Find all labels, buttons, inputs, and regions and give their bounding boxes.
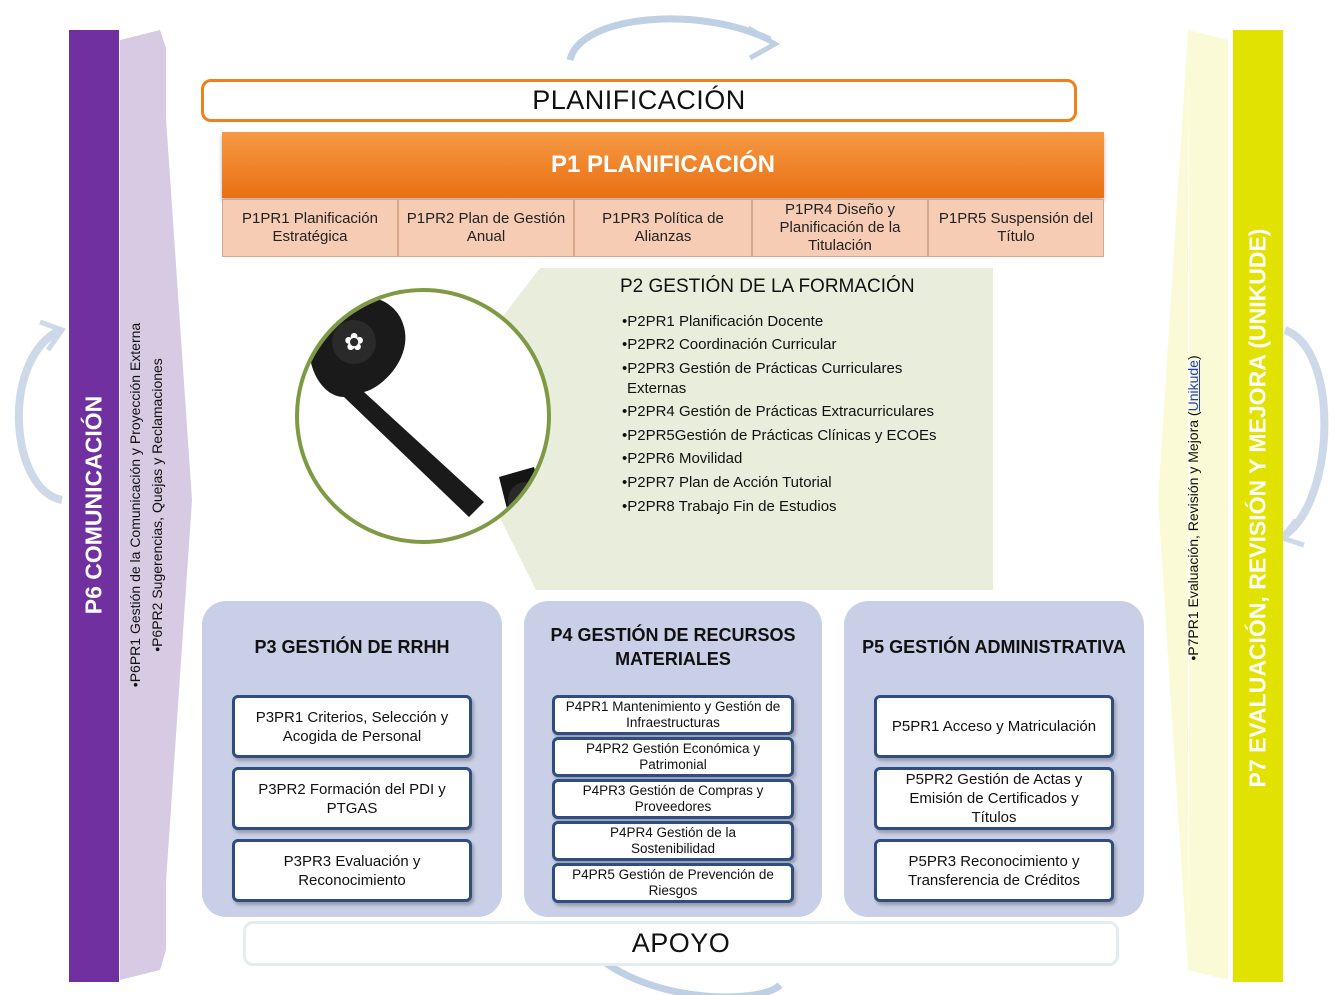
p6-title: P6 COMUNICACIÓN xyxy=(80,395,107,615)
p6-arrow-shape xyxy=(120,30,166,980)
left-cycle-arrow-icon xyxy=(15,319,66,504)
p5-item-1: P5PR1 Acceso y Matriculación xyxy=(874,695,1114,758)
p2-item-7: •P2PR7 Plan de Acción Tutorial xyxy=(622,474,832,491)
p7-item-1: •P7PR1 Evaluación, Revisión y Mejora (Un… xyxy=(1185,355,1201,660)
unikude-link[interactable]: Unikude xyxy=(1185,360,1201,412)
p7-item-prefix: •P7PR1 Evaluación, Revisión y Mejora ( xyxy=(1185,411,1201,661)
p4-item-3: P4PR3 Gestión de Compras y Proveedores xyxy=(552,779,794,819)
p2-item-6: •P2PR6 Movilidad xyxy=(622,450,743,467)
right-cycle-arrow-icon xyxy=(1277,326,1329,548)
p7-item-suffix: ) xyxy=(1185,355,1201,361)
p2-item-8: •P2PR8 Trabajo Fin de Estudios xyxy=(622,498,837,515)
apoyo-banner: APOYO xyxy=(243,921,1119,966)
svg-text:✿: ✿ xyxy=(518,489,535,513)
p3-item-3: P3PR3 Evaluación y Reconocimiento xyxy=(232,839,472,902)
p2-item-1: •P2PR1 Planificación Docente xyxy=(622,313,824,330)
p7-bar xyxy=(1233,30,1283,982)
top-cycle-arrow-icon xyxy=(566,15,781,62)
p4-item-5: P4PR5 Gestión de Prevención de Riesgos xyxy=(552,863,794,903)
p5-title: P5 GESTIÓN ADMINISTRATIVA xyxy=(862,637,1126,657)
planificacion-banner: PLANIFICACIÓN xyxy=(201,79,1077,122)
p4-title: P4 GESTIÓN DE RECURSOS MATERIALES xyxy=(550,625,796,669)
p5-item-3: P5PR3 Reconocimiento y Transferencia de … xyxy=(874,839,1114,902)
key-illustration-icon: ✿ ✿ xyxy=(295,288,551,544)
p2-item-4: •P2PR4 Gestión de Prácticas Extracurricu… xyxy=(622,403,935,420)
p6-item-2: •P6PR2 Sugerencias, Quejas y Reclamacion… xyxy=(149,358,165,652)
p1-item-5: P1PR5 Suspensión del Título xyxy=(928,199,1104,257)
p2-item-3-cont: Externas xyxy=(627,380,687,397)
p1-item-1: P1PR1 Planificación Estratégica xyxy=(222,199,398,257)
p7-arrow-shape xyxy=(1188,30,1228,980)
p4-item-1: P4PR1 Mantenimiento y Gestión de Infraes… xyxy=(552,695,794,735)
p2-title: P2 GESTIÓN DE LA FORMACIÓN xyxy=(620,276,915,297)
p4-item-4: P4PR4 Gestión de la Sostenibilidad xyxy=(552,821,794,861)
apoyo-banner-label: APOYO xyxy=(631,928,731,958)
p2-background xyxy=(440,268,993,590)
p3-item-2: P3PR2 Formación del PDI y PTGAS xyxy=(232,767,472,830)
p2-item-5: •P2PR5Gestión de Prácticas Clínicas y EC… xyxy=(622,427,937,444)
p1-item-3: P1PR3 Política de Alianzas xyxy=(574,199,752,257)
p4-item-2: P4PR2 Gestión Económica y Patrimonial xyxy=(552,737,794,777)
p1-header: P1 PLANIFICACIÓN xyxy=(222,132,1104,198)
p6-bar xyxy=(69,30,119,982)
p2-item-3: •P2PR3 Gestión de Prácticas Curriculares xyxy=(622,360,903,377)
p1-item-4: P1PR4 Diseño y Planificación de la Titul… xyxy=(752,199,928,257)
p3-item-1: P3PR1 Criterios, Selección y Acogida de … xyxy=(232,695,472,758)
p1-item-2: P1PR2 Plan de Gestión Anual xyxy=(398,199,574,257)
p5-item-2: P5PR2 Gestión de Actas y Emisión de Cert… xyxy=(874,767,1114,830)
p3-title: P3 GESTIÓN DE RRHH xyxy=(254,637,450,657)
p6-item-1: •P6PR1 Gestión de la Comunicación y Proy… xyxy=(127,322,143,688)
planificacion-banner-label: PLANIFICACIÓN xyxy=(532,85,746,115)
p2-item-2: •P2PR2 Coordinación Curricular xyxy=(622,336,837,353)
p7-title: P7 EVALUACIÓN, REVISIÓN Y MEJORA (UNIKUD… xyxy=(1244,228,1271,788)
svg-text:✿: ✿ xyxy=(344,328,364,356)
p1-title: P1 PLANIFICACIÓN xyxy=(550,151,775,178)
